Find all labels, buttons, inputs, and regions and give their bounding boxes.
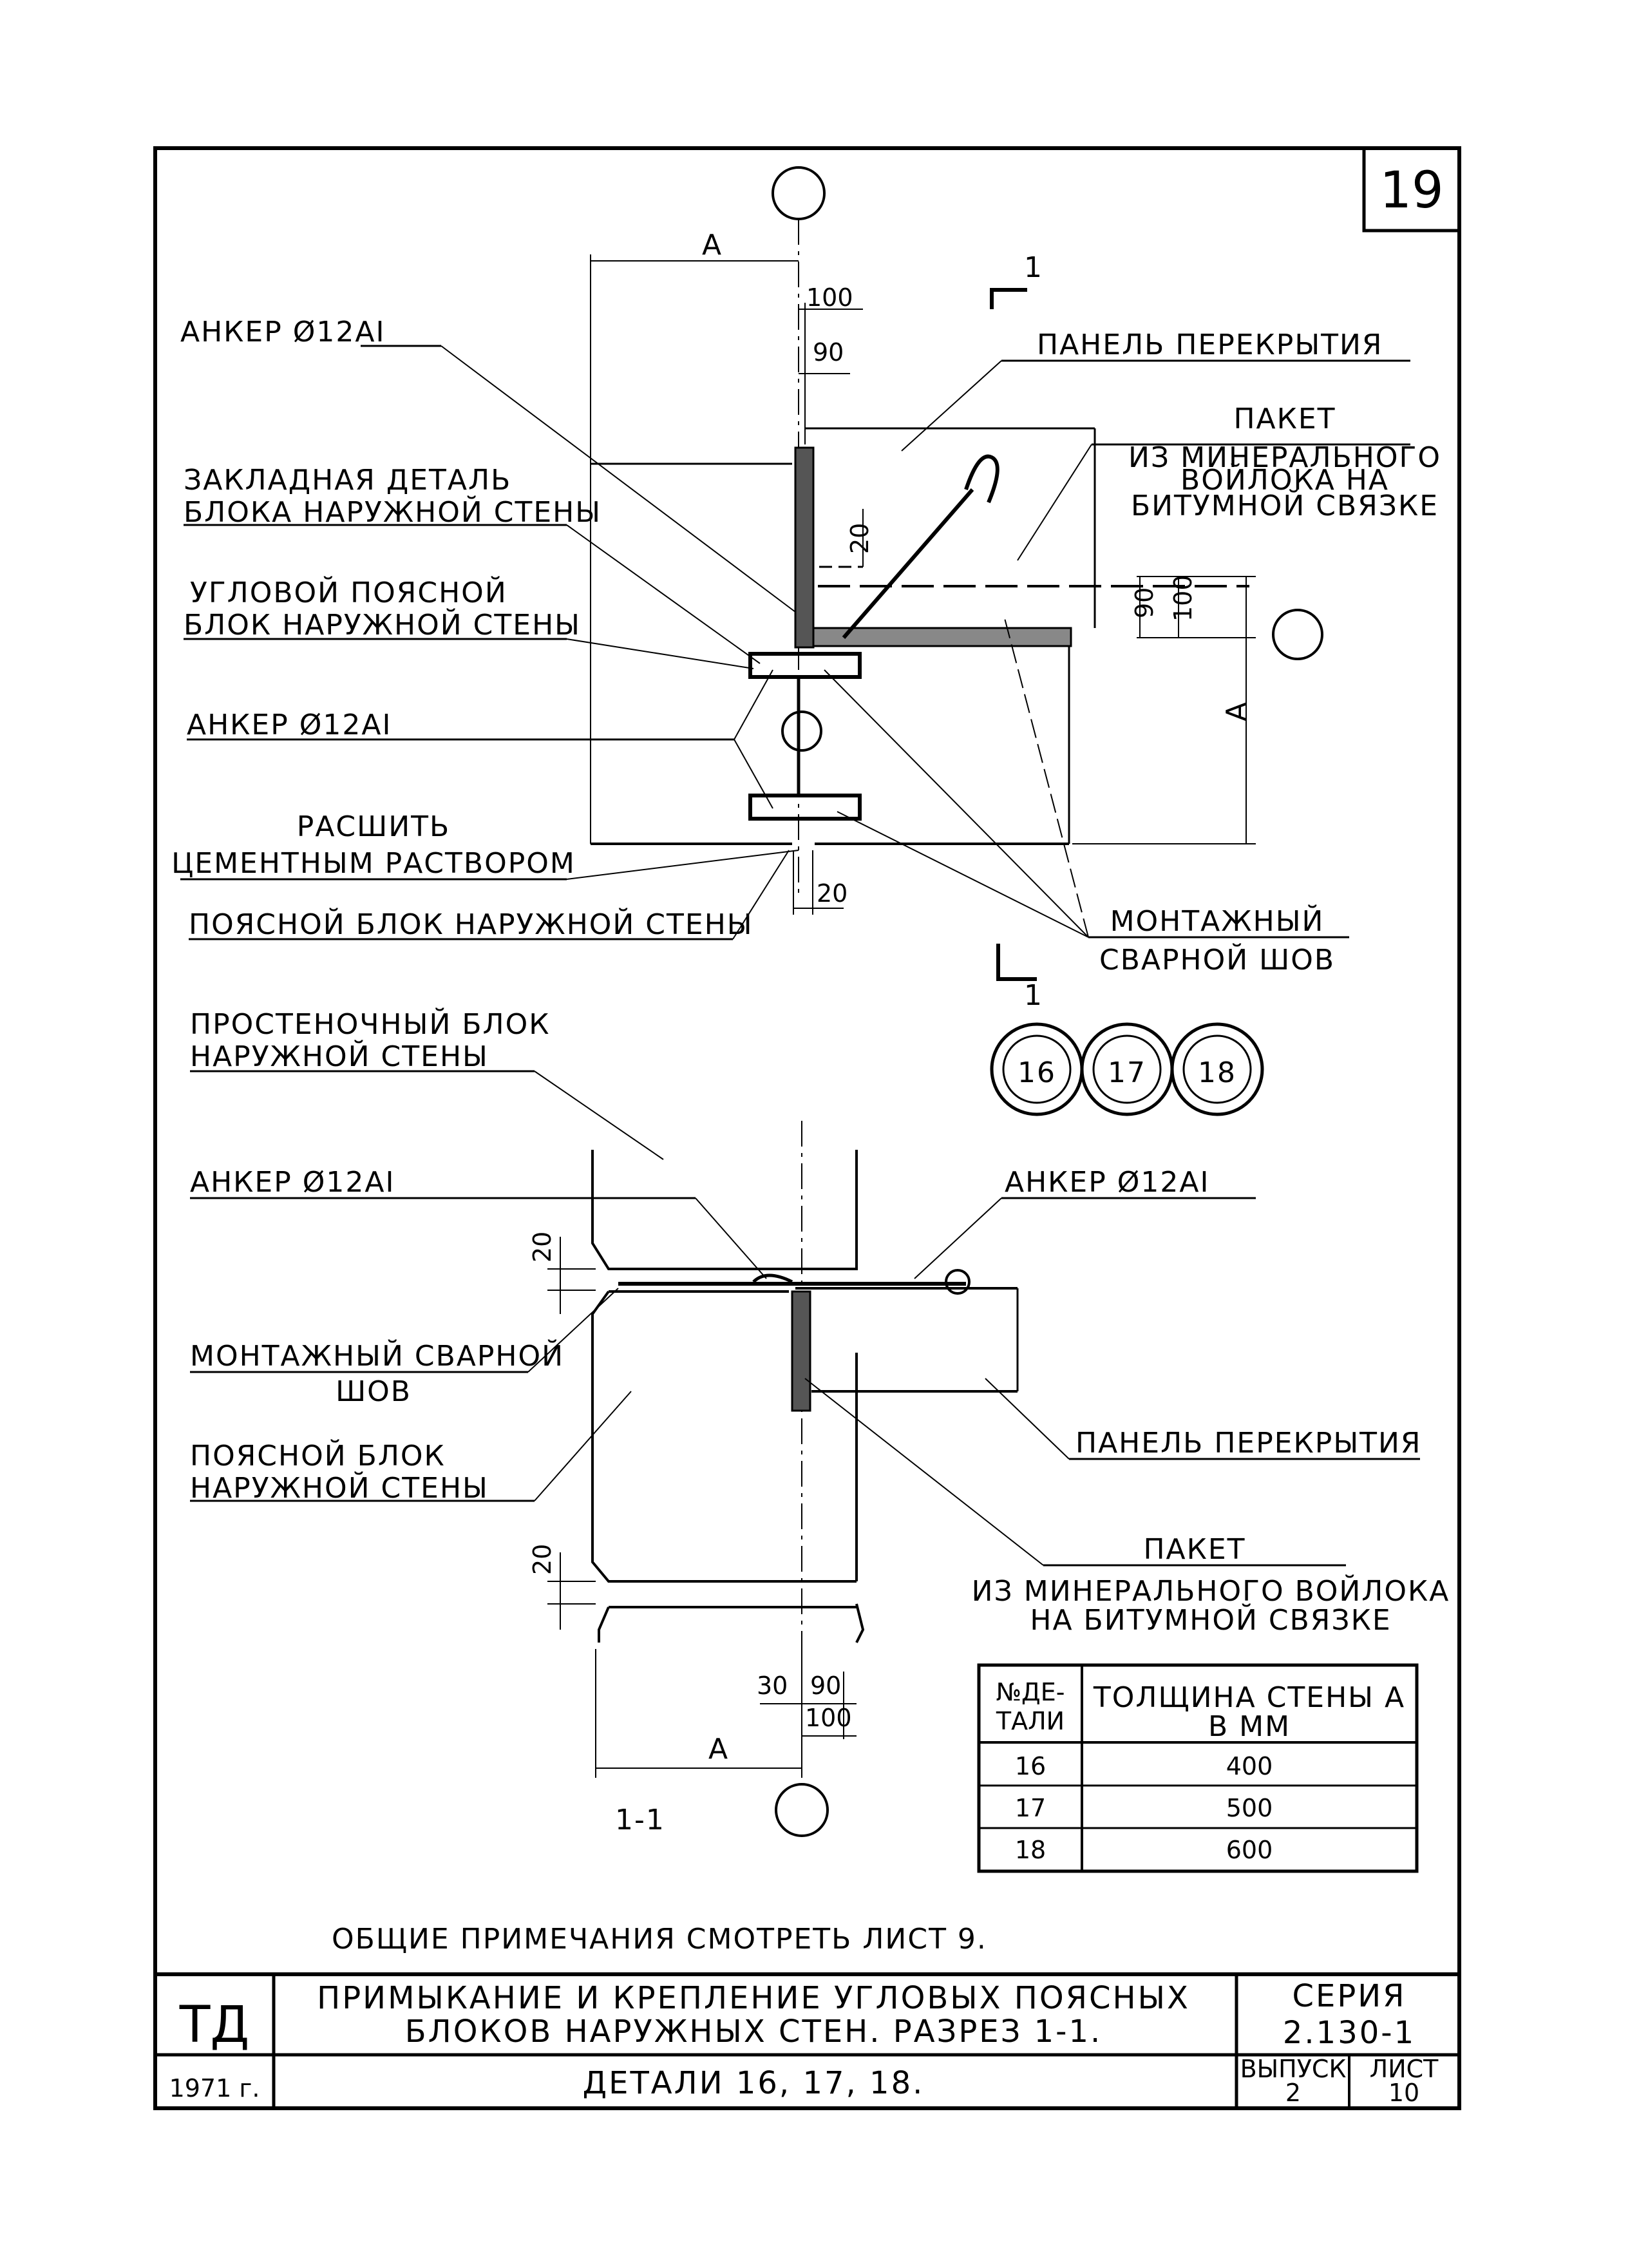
label-grout-1: РАСШИТЬ	[297, 810, 450, 843]
label-pier-block-2: НАРУЖНОЙ СТЕНЫ	[190, 1039, 489, 1073]
dim-a-right: А	[1220, 701, 1253, 721]
dim-20-v: 20	[846, 523, 874, 554]
label-belt-block-2: НАРУЖНОЙ СТЕНЫ	[190, 1471, 489, 1505]
dim-20-upper: 20	[528, 1232, 556, 1263]
drawing-subtitle: ДЕТАЛИ 16, 17, 18.	[583, 2065, 925, 2101]
sheet-value: 10	[1388, 2079, 1419, 2107]
label-packet-lower-2: ИЗ МИНЕРАЛЬНОГО ВОЙЛОКА	[972, 1574, 1450, 1608]
section-label: 1-1	[615, 1804, 665, 1836]
drawing-title-1: ПРИМЫКАНИЕ И КРЕПЛЕНИЕ УГЛОВЫХ ПОЯСНЫХ	[317, 1980, 1190, 2016]
label-weld-1: МОНТАЖНЫЙ СВАРНОЙ	[190, 1339, 564, 1373]
lower-detail: 20 20 30 90 100 А 1-1 ПРОСТЕНОЧНЫЙ БЛОК	[190, 1007, 1450, 1837]
label-embedded-2: БЛОКА НАРУЖНОЙ СТЕНЫ	[184, 495, 601, 529]
section-mark-top: 1	[1024, 251, 1043, 284]
detail-number-16: 16	[1018, 1056, 1056, 1089]
title-block: ТД 1971 г. ПРИМЫКАНИЕ И КРЕПЛЕНИЕ УГЛОВЫ…	[153, 1972, 1461, 2110]
detail-number-circles: 16 17 18	[990, 1022, 1264, 1116]
label-packet-lower-3: НА БИТУМНОЙ СВЯЗКЕ	[1030, 1603, 1391, 1637]
table-cell: 600	[1226, 1836, 1273, 1864]
label-panel: ПАНЕЛЬ ПЕРЕКРЫТИЯ	[1037, 329, 1383, 361]
table-header-thickness-1: ТОЛЩИНА СТЕНЫ А	[1093, 1681, 1405, 1714]
label-anchor-mid: АНКЕР Ø12АI	[187, 709, 392, 741]
label-embedded-1: ЗАКЛАДНАЯ ДЕТАЛЬ	[184, 464, 511, 497]
label-weld-1: МОНТАЖНЫЙ	[1110, 904, 1325, 938]
label-packet-lower-1: ПАКЕТ	[1143, 1533, 1245, 1566]
dim-20-bottom: 20	[817, 879, 848, 908]
label-anchor-top: АНКЕР Ø12АI	[180, 316, 385, 348]
label-anchor-left: АНКЕР Ø12АI	[190, 1166, 395, 1199]
dim-30: 30	[757, 1672, 788, 1700]
label-belt-block: ПОЯСНОЙ БЛОК НАРУЖНОЙ СТЕНЫ	[189, 907, 753, 941]
dim-100: 100	[805, 1704, 852, 1732]
table-header-no-2: ТАЛИ	[996, 1707, 1065, 1735]
general-notes: ОБЩИЕ ПРИМЕЧАНИЯ СМОТРЕТЬ ЛИСТ 9.	[332, 1923, 987, 1956]
label-packet-3: ВОЙЛОКА НА	[1180, 462, 1389, 497]
axis-marker-right	[1272, 609, 1323, 660]
label-anchor-right: АНКЕР Ø12АI	[1005, 1166, 1209, 1199]
label-weld-2: СВАРНОЙ ШОВ	[1099, 942, 1335, 977]
detail-number-17: 17	[1108, 1056, 1146, 1089]
section-mark-bottom: 1	[1024, 979, 1043, 1012]
issue-value: 2	[1285, 2079, 1301, 2107]
table-cell: 500	[1226, 1794, 1273, 1822]
table-cell: 16	[1015, 1752, 1046, 1780]
series-label: СЕРИЯ	[1292, 1978, 1406, 2014]
series-value: 2.130-1	[1283, 2015, 1416, 2051]
table-cell: 18	[1015, 1836, 1046, 1864]
dim-100-v: 100	[1169, 575, 1197, 622]
detail-number-18: 18	[1198, 1056, 1236, 1089]
dim-100-top: 100	[806, 283, 853, 312]
upper-detail: А 100 90 1 1	[171, 166, 1441, 1012]
org-mark: ТД	[179, 1996, 250, 2054]
label-weld-2: ШОВ	[336, 1375, 412, 1408]
dim-a-top: А	[702, 229, 723, 262]
sheet-number: 19	[1379, 162, 1443, 220]
issue-label: ВЫПУСК	[1240, 2055, 1347, 2083]
table-header-thickness-2: В ММ	[1208, 1710, 1291, 1743]
axis-marker-top	[772, 166, 826, 220]
thickness-table: №ДЕ- ТАЛИ ТОЛЩИНА СТЕНЫ А В ММ 16 400 17…	[977, 1663, 1419, 1873]
table-cell: 400	[1226, 1752, 1273, 1780]
sheet-label: ЛИСТ	[1370, 2055, 1439, 2083]
dim-20-lower: 20	[528, 1544, 556, 1575]
label-packet-2: ИЗ МИНЕРАЛЬНОГО	[1128, 441, 1441, 474]
dim-a-lower: А	[708, 1733, 729, 1766]
label-grout-2: ЦЕМЕНТНЫМ РАСТВОРОМ	[171, 847, 576, 880]
axis-marker-bottom	[775, 1783, 829, 1837]
label-pier-block-1: ПРОСТЕНОЧНЫЙ БЛОК	[190, 1007, 551, 1041]
label-corner-block-1: УГЛОВОЙ ПОЯСНОЙ	[190, 575, 507, 609]
drawing-title-2: БЛОКОВ НАРУЖНЫХ СТЕН. РАЗРЕЗ 1-1.	[405, 2014, 1103, 2050]
label-corner-block-2: БЛОК НАРУЖНОЙ СТЕНЫ	[184, 607, 581, 642]
dim-90-top: 90	[813, 338, 844, 367]
label-packet-1: ПАКЕТ	[1233, 403, 1336, 435]
table-header-no-1: №ДЕ-	[996, 1678, 1065, 1706]
dim-90-v: 90	[1130, 587, 1159, 618]
dim-90: 90	[810, 1672, 841, 1700]
table-cell: 17	[1015, 1794, 1046, 1822]
label-packet-4: БИТУМНОЙ СВЯЗКЕ	[1131, 488, 1439, 522]
year: 1971 г.	[169, 2074, 260, 2102]
label-panel-lower: ПАНЕЛЬ ПЕРЕКРЫТИЯ	[1075, 1427, 1422, 1460]
label-belt-block-1: ПОЯСНОЙ БЛОК	[190, 1438, 446, 1472]
